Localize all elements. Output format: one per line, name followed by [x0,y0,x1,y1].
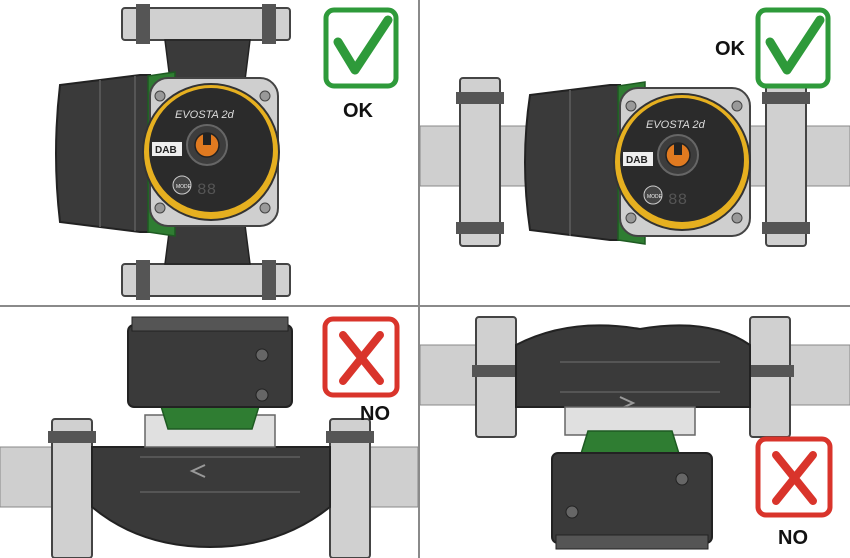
brand-label: DAB [626,155,648,166]
model-label: EVOSTA 2d [175,109,235,121]
verdict-label-no: NO [778,527,808,549]
panel-bottom-left: NO [0,307,418,558]
horizontal-divider [0,305,850,307]
display-digits: 88 [197,181,216,199]
pump-illustration-motor-down [420,316,850,550]
mode-button-label: MODE [176,184,192,190]
pump-illustration-horizontal-pipe: EVOSTA 2d DAB MODE 88 [420,7,850,247]
panel-bottom-right: NO [420,307,850,558]
no-x-icon [322,316,400,398]
vertical-divider [418,0,420,558]
display-digits: 88 [668,191,687,209]
model-label: EVOSTA 2d [646,119,706,131]
verdict-label-ok: OK [715,38,745,60]
verdict-label-ok: OK [343,100,373,122]
no-x-icon [755,436,833,518]
brand-label: DAB [155,145,177,156]
ok-check-icon [755,7,831,89]
panel-top-right: EVOSTA 2d DAB MODE 88 OK [420,0,850,305]
pump-illustration-motor-up [0,316,418,558]
panel-top-left: EVOSTA 2d DAB MODE 88 OK [0,0,418,305]
pump-illustration-vertical-pipe: EVOSTA 2d DAB MODE 88 [55,4,399,300]
verdict-label-no: NO [360,403,390,425]
mode-button-label: MODE [647,194,663,200]
ok-check-icon [323,7,399,89]
